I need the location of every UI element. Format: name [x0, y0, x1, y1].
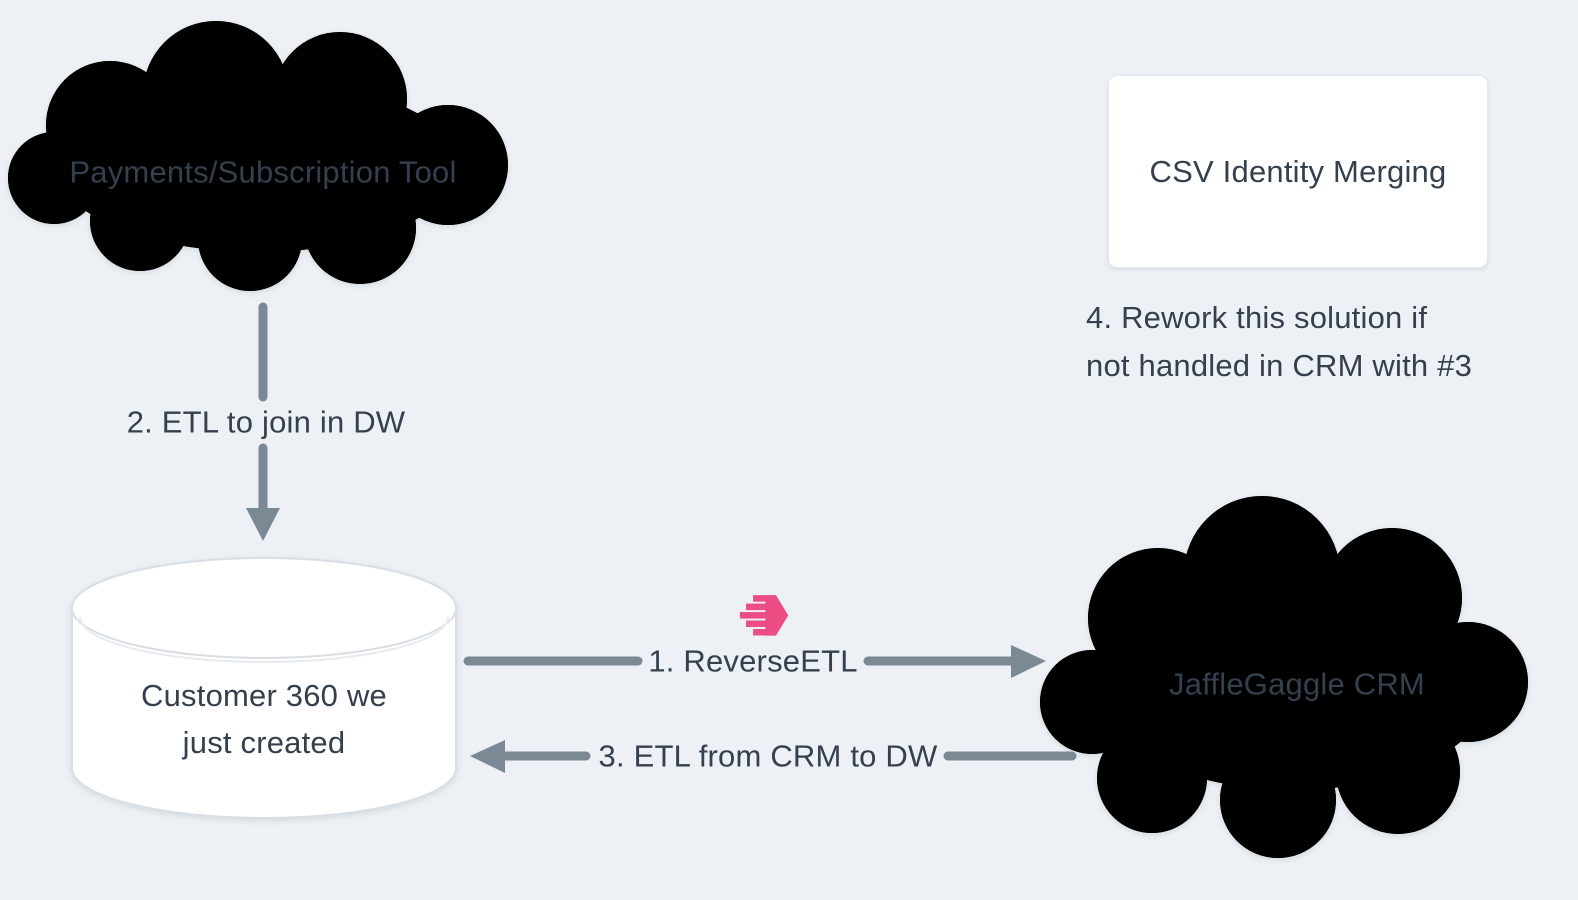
customer360-cylinder-shape — [71, 557, 457, 819]
rework-note-line2: not handled in CRM with #3 — [1086, 348, 1473, 383]
edge-label-reverse-etl: 1. ReverseETL — [648, 643, 858, 679]
customer360-label-line1: Customer 360 we — [141, 678, 387, 713]
edge-label-etl-to-join-dw: 2. ETL to join in DW — [126, 404, 406, 440]
arrow-etl-from-crm — [470, 740, 1077, 773]
csv-identity-merging-label: CSV Identity Merging — [1149, 154, 1447, 189]
payments-cloud-label: Payments/Subscription Tool — [69, 154, 457, 190]
edge-label-etl-from-crm: 3. ETL from CRM to DW — [598, 738, 938, 774]
rework-note-line1: 4. Rework this solution if — [1086, 300, 1428, 335]
arrowhead-left-icon — [470, 740, 505, 773]
csv-identity-merging-node: CSV Identity Merging — [1108, 75, 1488, 268]
arrow-reverse-etl — [463, 645, 1046, 678]
customer360-cylinder-label: Customer 360 we just created — [141, 672, 387, 766]
customer360-label-line2: just created — [182, 725, 346, 760]
arrowhead-down-icon — [246, 508, 280, 541]
rework-note: 4. Rework this solution if not handled i… — [1086, 294, 1472, 390]
arrow-etl-to-join-dw — [246, 302, 280, 541]
arrowhead-right-icon — [1011, 645, 1046, 678]
hightouch-logo-icon — [739, 595, 789, 636]
jafflegaggle-cloud-label: JaffleGaggle CRM — [1169, 666, 1425, 702]
